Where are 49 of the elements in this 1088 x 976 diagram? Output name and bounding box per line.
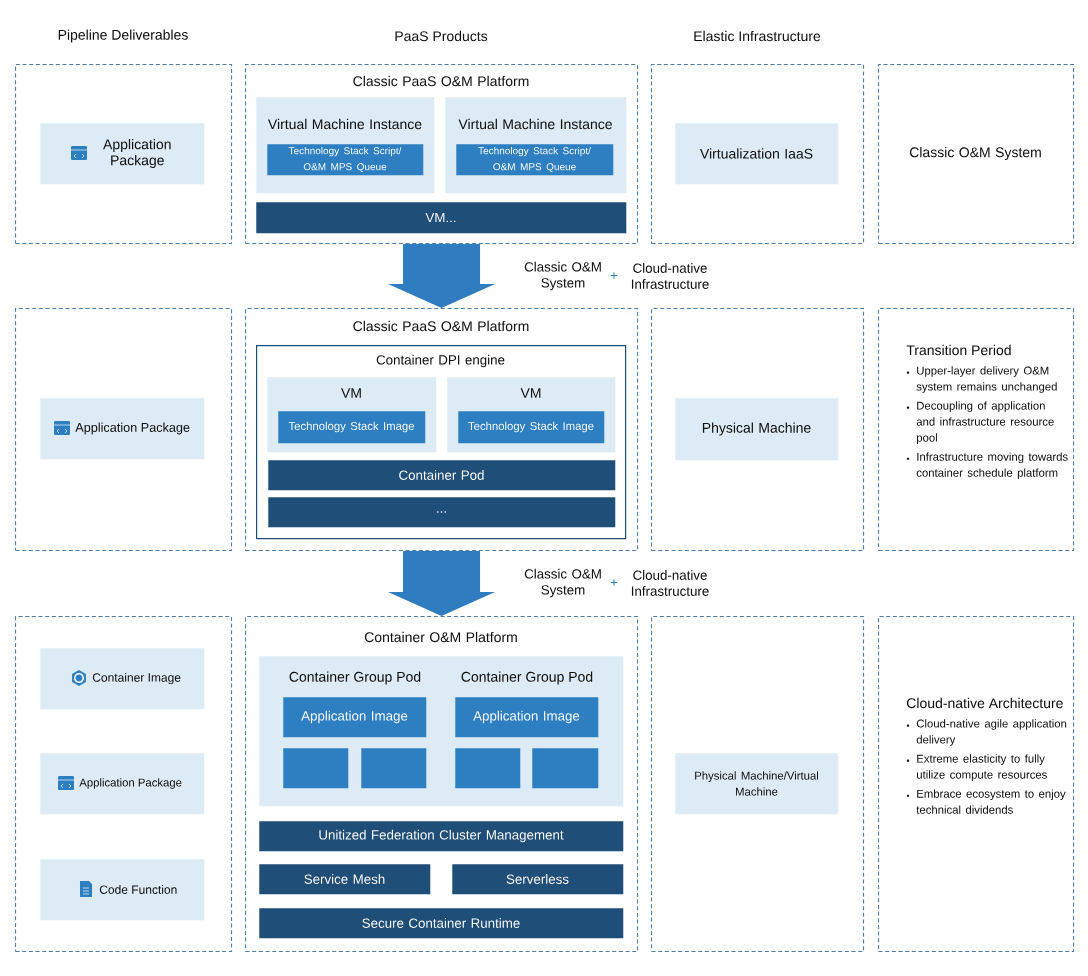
layer-bar: Unitized Federation Cluster Management <box>259 821 624 852</box>
block-arrow <box>388 244 496 308</box>
deliverable-box: Application Package <box>40 123 205 185</box>
layer-bar: Secure Container Runtime <box>259 908 624 939</box>
dashed-panel <box>15 616 233 953</box>
component-box <box>455 748 521 789</box>
plus-sign: + <box>610 272 618 279</box>
script-box: Technology Stack Script/ O&M MPS Queue <box>456 144 614 176</box>
layer-bar: Serverless <box>452 864 624 895</box>
infrastructure-box: Virtualization IaaS <box>675 123 839 185</box>
infrastructure-box: Physical Machine/Virtual Machine <box>675 753 839 815</box>
layer-bar: VM... <box>256 202 627 234</box>
infrastructure-box: Physical Machine <box>675 398 839 461</box>
bullet-item: Upper-layer delivery O&M system remains unchanged <box>906 366 1057 393</box>
column-heading: Elastic Infrastructure <box>694 30 821 42</box>
dashed-panel <box>15 308 233 552</box>
dashed-panel <box>651 616 865 953</box>
bullet-item: Cloud-native agile application delivery <box>906 719 1067 746</box>
deliverable-box: Code Function <box>40 859 205 921</box>
image-box: Application Image <box>283 697 427 738</box>
arrow-caption: Cloud-native Infrastructure <box>631 570 709 596</box>
column-heading: PaaS Products <box>395 30 488 42</box>
deliverable-box: Container Image <box>40 648 205 710</box>
arrow-caption: Cloud-native Infrastructure <box>631 263 709 289</box>
layer-bar: Container Pod <box>268 460 616 491</box>
dashed-panel <box>651 308 865 552</box>
bullet-item: Decoupling of application and infrastructure resource pool <box>906 401 1054 444</box>
dashed-panel <box>15 64 233 245</box>
arrow-caption: Classic O&M System <box>524 568 601 598</box>
deliverable-box: Application Package <box>40 753 205 815</box>
component-box <box>532 748 599 789</box>
component-box <box>361 748 427 789</box>
dashed-panel: Classic O&M System <box>878 64 1075 245</box>
image-box: Application Image <box>455 697 599 738</box>
arrow-caption: Classic O&M System <box>524 261 601 291</box>
bullet-item: Infrastructure moving towards container schedule platform <box>906 452 1068 480</box>
layer-bar: ... <box>268 497 616 528</box>
image-box: Technology Stack Image <box>278 411 426 444</box>
layer-bar: Service Mesh <box>259 864 431 895</box>
bullet-item: Embrace ecosystem to enjoy technical dividends <box>906 789 1066 814</box>
dashed-panel <box>651 64 865 245</box>
deliverable-box: Application Package <box>40 398 205 460</box>
component-box <box>283 748 349 789</box>
plus-sign: + <box>610 579 618 586</box>
script-box: Technology Stack Script/ O&M MPS Queue <box>267 144 424 176</box>
column-heading: Pipeline Deliverables <box>58 29 188 43</box>
image-box: Technology Stack Image <box>458 411 605 444</box>
block-arrow <box>388 551 496 616</box>
bullet-item: Extreme elasticity to fully utilize compute resources <box>906 754 1047 781</box>
